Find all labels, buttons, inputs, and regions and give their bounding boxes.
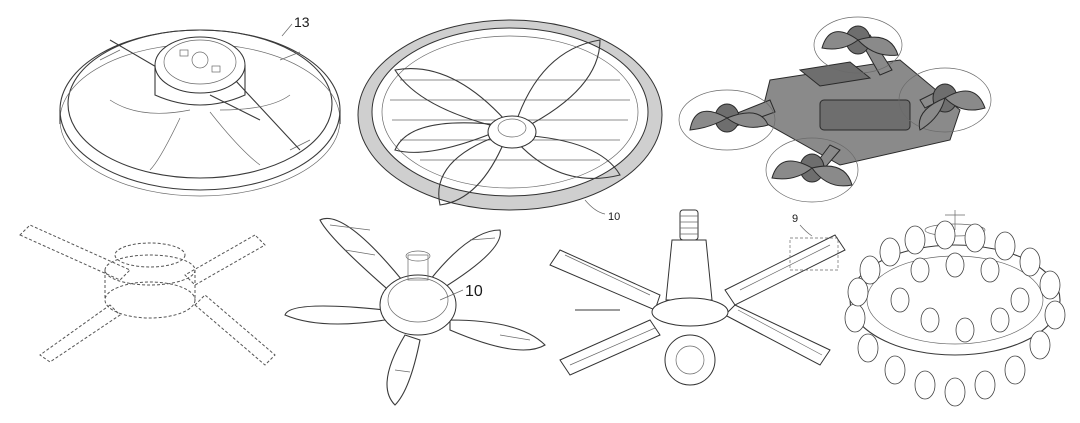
reference-numeral-10-bottom: 10 — [465, 283, 483, 300]
reference-numeral-9: 9 — [792, 213, 798, 225]
four-blade-fan-drawing — [19, 224, 276, 366]
bulb-socket-fan-drawing — [549, 209, 846, 386]
five-blade-fan-drawing — [284, 218, 546, 406]
quad-fan-drawing — [678, 16, 992, 203]
leader-line-10-top — [584, 199, 606, 215]
reference-numeral-13: 13 — [294, 14, 310, 30]
reference-numeral-10-top: 10 — [608, 211, 620, 223]
leader-line-9 — [799, 224, 813, 237]
leader-line-13 — [281, 23, 293, 37]
ring-fan-drawing — [59, 29, 341, 197]
leader-line-10-bottom — [439, 289, 464, 301]
petal-chandelier-drawing — [844, 210, 1066, 407]
bladeless-ring-fan-drawing — [357, 19, 663, 211]
